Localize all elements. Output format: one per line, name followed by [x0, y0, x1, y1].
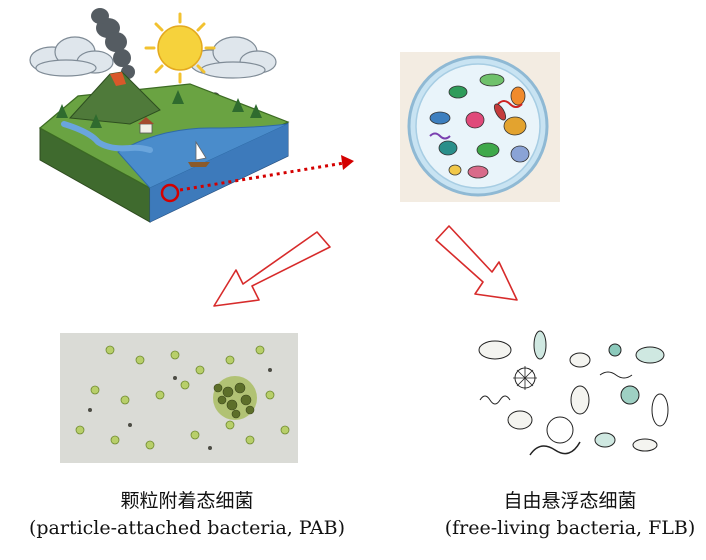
volcano-smoke [91, 8, 135, 79]
tree-icon [56, 90, 262, 128]
hollow-arrow-left [213, 231, 331, 307]
particle-aggregate [213, 376, 257, 420]
petri-dish-illustration [400, 52, 560, 202]
dotted-red-arrow [179, 155, 354, 192]
flb-caption-chinese: 自由悬浮态细菌 [503, 490, 637, 512]
flb-microbes-illustration [465, 330, 680, 465]
pab-caption: 颗粒附着态细菌 (particle-attached bacteria, PAB… [22, 488, 352, 542]
sun-icon [144, 12, 216, 84]
pab-microscope-image [60, 333, 298, 463]
pab-caption-english: (particle-attached bacteria, PAB) [28, 517, 346, 539]
house-icon [138, 117, 154, 134]
pab-caption-chinese: 颗粒附着态细菌 [120, 490, 254, 512]
hollow-arrow-right [435, 225, 518, 301]
microbe-icon [429, 73, 530, 179]
landscape-illustration [29, 8, 290, 223]
sample-location-marker [160, 183, 180, 203]
sailboat-icon [188, 140, 210, 167]
cloud-icon [29, 36, 114, 77]
flb-caption-english: (free-living bacteria, FLB) [444, 517, 696, 539]
flb-caption: 自由悬浮态细菌 (free-living bacteria, FLB) [430, 488, 706, 542]
